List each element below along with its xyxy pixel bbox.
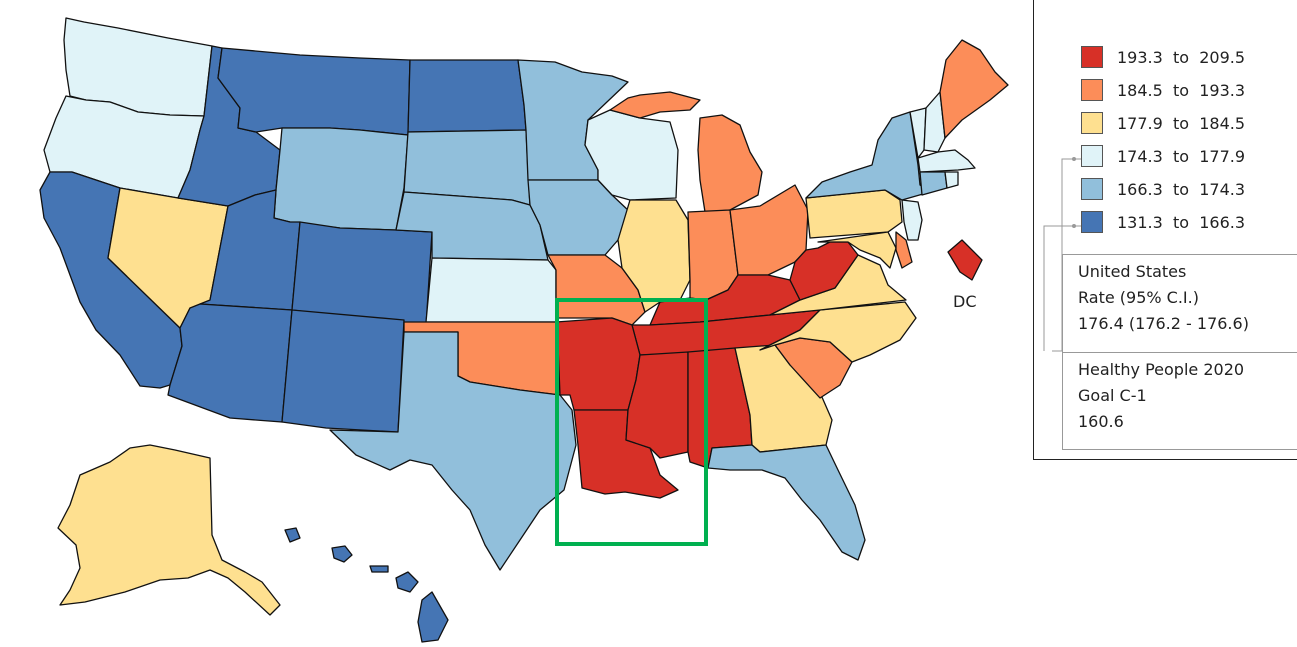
legend-range-label: 184.5 to 193.3: [1117, 80, 1246, 100]
legend-range-label: 174.3 to 177.9: [1117, 146, 1246, 166]
legend-range-label: 131.3 to 166.3: [1117, 212, 1246, 232]
legend-item: 131.3 to 166.3: [1081, 210, 1245, 234]
state-new-jersey[interactable]: [901, 199, 923, 241]
state-hawaii-maui[interactable]: [395, 571, 419, 593]
state-maine[interactable]: [939, 39, 1009, 139]
legend-range-label: 177.9 to 184.5: [1117, 113, 1246, 133]
state-north-dakota[interactable]: [407, 59, 527, 133]
us-rate-subtitle: Rate (95% C.I.): [1078, 288, 1199, 307]
us-rate-value: 176.4 (176.2 - 176.6): [1078, 314, 1249, 333]
legend-item: 166.3 to 174.3: [1081, 177, 1245, 201]
state-michigan[interactable]: [609, 91, 701, 119]
legend-panel: 193.3 to 209.5 184.5 to 193.3 177.9 to 184…: [1033, 0, 1297, 460]
state-north-carolina[interactable]: [759, 301, 917, 363]
state-hawaii-kauai[interactable]: [284, 527, 301, 543]
state-hawaii-big-island[interactable]: [417, 591, 449, 643]
state-hawaii-oahu[interactable]: [331, 545, 353, 563]
legend-swatch: [1081, 145, 1103, 167]
state-delaware[interactable]: [895, 231, 913, 269]
legend-item: 193.3 to 209.5: [1081, 45, 1245, 69]
state-wyoming[interactable]: [273, 127, 409, 231]
state-arkansas[interactable]: [555, 317, 641, 411]
state-michigan-lower[interactable]: [697, 114, 763, 213]
dc-label: DC: [953, 292, 977, 311]
state-new-mexico[interactable]: [281, 309, 405, 433]
us-rate-title: United States: [1078, 262, 1187, 281]
state-massachusetts[interactable]: [917, 149, 976, 173]
us-rate-box: United States Rate (95% C.I.) 176.4 (176…: [1062, 254, 1297, 354]
state-connecticut[interactable]: [919, 171, 948, 196]
legend-swatch: [1081, 178, 1103, 200]
legend-item: 177.9 to 184.5: [1081, 111, 1245, 135]
hp2020-title: Healthy People 2020: [1078, 360, 1245, 379]
state-florida[interactable]: [707, 444, 866, 561]
state-arizona[interactable]: [167, 303, 293, 423]
hp2020-value: 160.6: [1078, 412, 1124, 431]
state-montana[interactable]: [217, 47, 411, 136]
legend-item: 174.3 to 177.9: [1081, 144, 1245, 168]
state-texas[interactable]: [329, 331, 577, 571]
legend-range-label: 166.3 to 174.3: [1117, 179, 1246, 199]
state-alaska[interactable]: [57, 444, 281, 616]
legend-item: 184.5 to 193.3: [1081, 78, 1245, 102]
hp2020-box: Healthy People 2020 Goal C-1 160.6: [1062, 352, 1297, 450]
state-hawaii-molokai[interactable]: [369, 565, 389, 573]
state-rhode-island[interactable]: [944, 171, 959, 189]
legend-swatch: [1081, 79, 1103, 101]
state-kansas[interactable]: [425, 257, 557, 323]
state-dc[interactable]: [947, 239, 983, 281]
legend-swatch: [1081, 211, 1103, 233]
highlight-rectangle: [555, 298, 708, 546]
legend-swatch: [1081, 112, 1103, 134]
legend-range-label: 193.3 to 209.5: [1117, 47, 1246, 67]
state-missouri[interactable]: [547, 254, 646, 326]
state-new-york[interactable]: [805, 111, 931, 201]
state-utah[interactable]: [199, 189, 301, 311]
state-pennsylvania[interactable]: [805, 189, 903, 239]
legend-swatch: [1081, 46, 1103, 68]
state-maryland[interactable]: [817, 231, 897, 269]
state-new-hampshire[interactable]: [923, 91, 946, 153]
state-colorado[interactable]: [291, 221, 433, 327]
hp2020-goal: Goal C-1: [1078, 386, 1147, 405]
